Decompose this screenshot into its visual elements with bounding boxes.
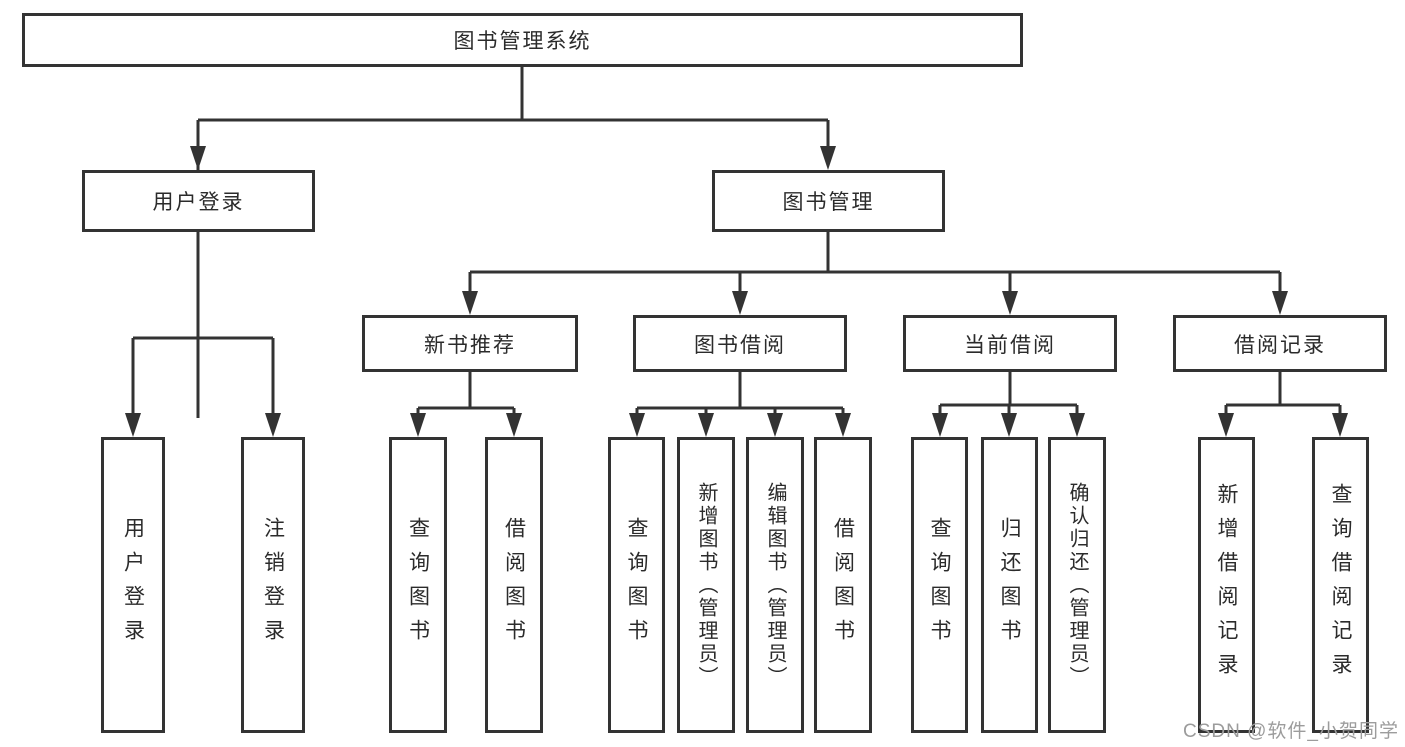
leaf-user-login: 用户登录 xyxy=(101,437,165,733)
leaf-logout-label: 注销登录 xyxy=(261,517,285,653)
node-current-borrow: 当前借阅 xyxy=(903,315,1117,372)
leaf-query-books-borrow-label: 查询图书 xyxy=(625,517,648,653)
node-new-book-recommend: 新书推荐 xyxy=(362,315,578,372)
node-book-borrow-label: 图书借阅 xyxy=(694,333,786,357)
leaf-edit-books-admin-label: 编辑图书（管理员） xyxy=(764,481,786,689)
leaf-borrow-books-label: 借阅图书 xyxy=(831,517,855,653)
leaf-borrow-books-recommend-label: 借阅图书 xyxy=(502,517,526,653)
node-book-management: 图书管理 xyxy=(712,170,945,232)
leaf-return-books-label: 归还图书 xyxy=(998,517,1021,653)
leaf-logout: 注销登录 xyxy=(241,437,305,733)
node-user-login: 用户登录 xyxy=(82,170,315,232)
leaf-query-books-recommend: 查询图书 xyxy=(389,437,447,733)
node-root: 图书管理系统 xyxy=(22,13,1023,67)
leaf-query-books-current-label: 查询图书 xyxy=(928,517,951,653)
leaf-edit-books-admin: 编辑图书（管理员） xyxy=(746,437,804,733)
leaf-borrow-books: 借阅图书 xyxy=(814,437,872,733)
leaf-add-books-admin-label: 新增图书（管理员） xyxy=(695,481,717,689)
node-book-management-label: 图书管理 xyxy=(782,191,875,214)
node-current-borrow-label: 当前借阅 xyxy=(964,333,1056,357)
leaf-query-books-recommend-label: 查询图书 xyxy=(406,517,430,653)
node-root-label: 图书管理系统 xyxy=(453,30,592,53)
leaf-query-borrow-record-label: 查询借阅记录 xyxy=(1329,483,1352,687)
node-book-borrow: 图书借阅 xyxy=(633,315,847,372)
csdn-watermark: CSDN @软件_小贺同学 xyxy=(1183,721,1399,742)
leaf-query-borrow-record: 查询借阅记录 xyxy=(1312,437,1369,733)
leaf-query-books-borrow: 查询图书 xyxy=(608,437,665,733)
leaf-add-borrow-record-label: 新增借阅记录 xyxy=(1215,483,1238,687)
node-borrow-record: 借阅记录 xyxy=(1173,315,1387,372)
node-borrow-record-label: 借阅记录 xyxy=(1234,333,1326,357)
node-user-login-label: 用户登录 xyxy=(152,191,245,214)
leaf-borrow-books-recommend: 借阅图书 xyxy=(485,437,543,733)
leaf-return-books: 归还图书 xyxy=(981,437,1038,733)
leaf-add-books-admin: 新增图书（管理员） xyxy=(677,437,735,733)
leaf-add-borrow-record: 新增借阅记录 xyxy=(1198,437,1255,733)
leaf-query-books-current: 查询图书 xyxy=(911,437,968,733)
leaf-user-login-label: 用户登录 xyxy=(121,517,145,653)
node-new-book-recommend-label: 新书推荐 xyxy=(424,333,516,357)
leaf-confirm-return-admin: 确认归还（管理员） xyxy=(1048,437,1106,733)
leaf-confirm-return-admin-label: 确认归还（管理员） xyxy=(1066,481,1088,689)
